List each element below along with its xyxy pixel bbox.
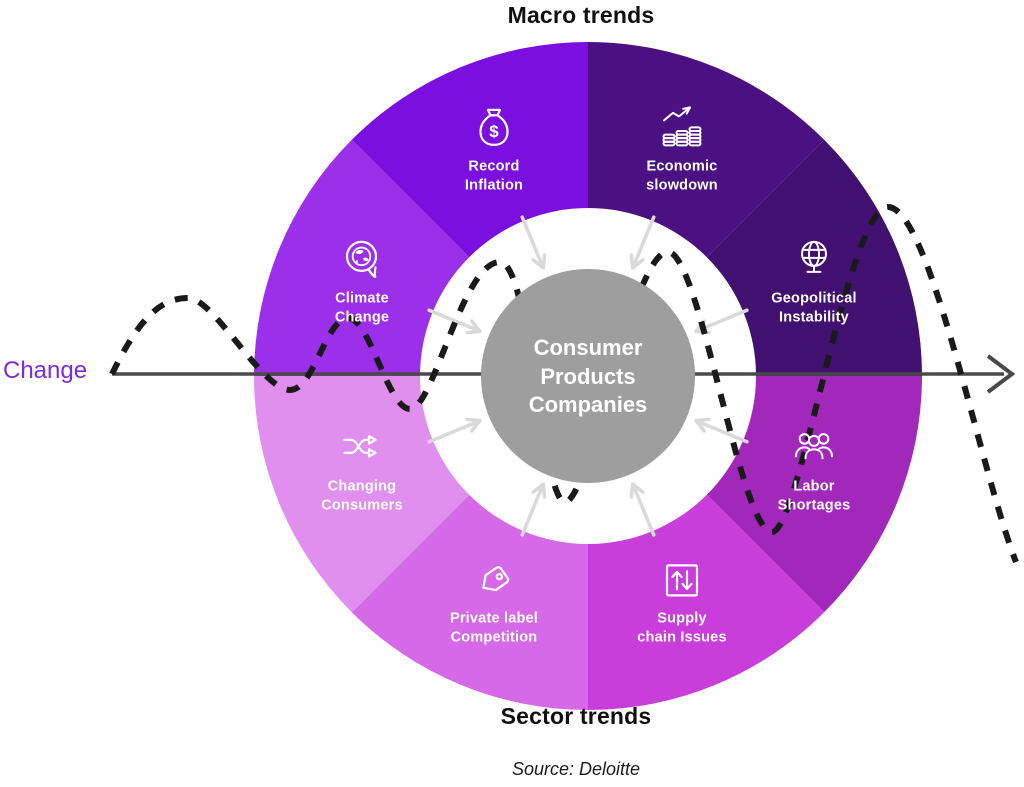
inward-arrow-record-inflation [520,215,547,270]
segment-label-private-label-competition: Private label Competition [449,610,539,646]
shuffle-icon [338,424,386,472]
coins-growth-icon [658,104,706,152]
money-bag-icon [470,104,518,152]
segment-block-labor-shortages: Labor Shortages [734,424,894,515]
climate-bubble-icon [338,236,386,284]
source-credit: Source: Deloitte [511,759,641,779]
segment-block-geopolitical-instability: Geopolitical Instability [734,236,894,327]
people-icon [790,424,838,472]
segment-label-economic-slowdown: Economic slowdown [646,158,718,194]
macro-trends-title: Macro trends [507,2,655,28]
segment-block-economic-slowdown: Economic slowdown [602,104,762,195]
segment-label-labor-shortages: Labor Shortages [777,478,851,514]
segment-label-geopolitical-instability: Geopolitical Instability [771,290,857,326]
segment-label-supply-chain-issues: Supply chain Issues [637,610,727,646]
inward-arrow-private-label-competition [520,482,547,537]
segment-block-climate-change: Climate Change [282,236,442,327]
inward-arrow-climate-change [427,308,482,335]
segment-label-changing-consumers: Changing Consumers [321,478,403,514]
globe-icon [790,236,838,284]
change-axis-arrowhead [986,354,1016,394]
inward-arrow-supply-chain-issues [629,482,656,537]
inward-arrow-labor-shortages [694,417,749,444]
inward-arrow-economic-slowdown [629,215,656,270]
supply-arrows-icon [658,556,706,604]
change-axis-label: Change [3,357,88,384]
center-circle [481,269,695,483]
segment-block-private-label-competition: Private label Competition [414,556,574,647]
inward-arrows [427,215,749,537]
sector-trends-title: Sector trends [500,703,652,729]
segment-label-record-inflation: Record Inflation [464,158,524,194]
segment-block-record-inflation: Record Inflation [414,104,574,195]
segment-label-climate-change: Climate Change [334,290,390,326]
change-wave-dashed-curve [109,203,1019,564]
price-tag-icon [470,556,518,604]
inward-arrow-changing-consumers [427,417,482,444]
center-circle-text: Consumer Products Companies [528,335,648,418]
segment-block-supply-chain-issues: Supply chain Issues [602,556,762,647]
segment-block-changing-consumers: Changing Consumers [282,424,442,515]
